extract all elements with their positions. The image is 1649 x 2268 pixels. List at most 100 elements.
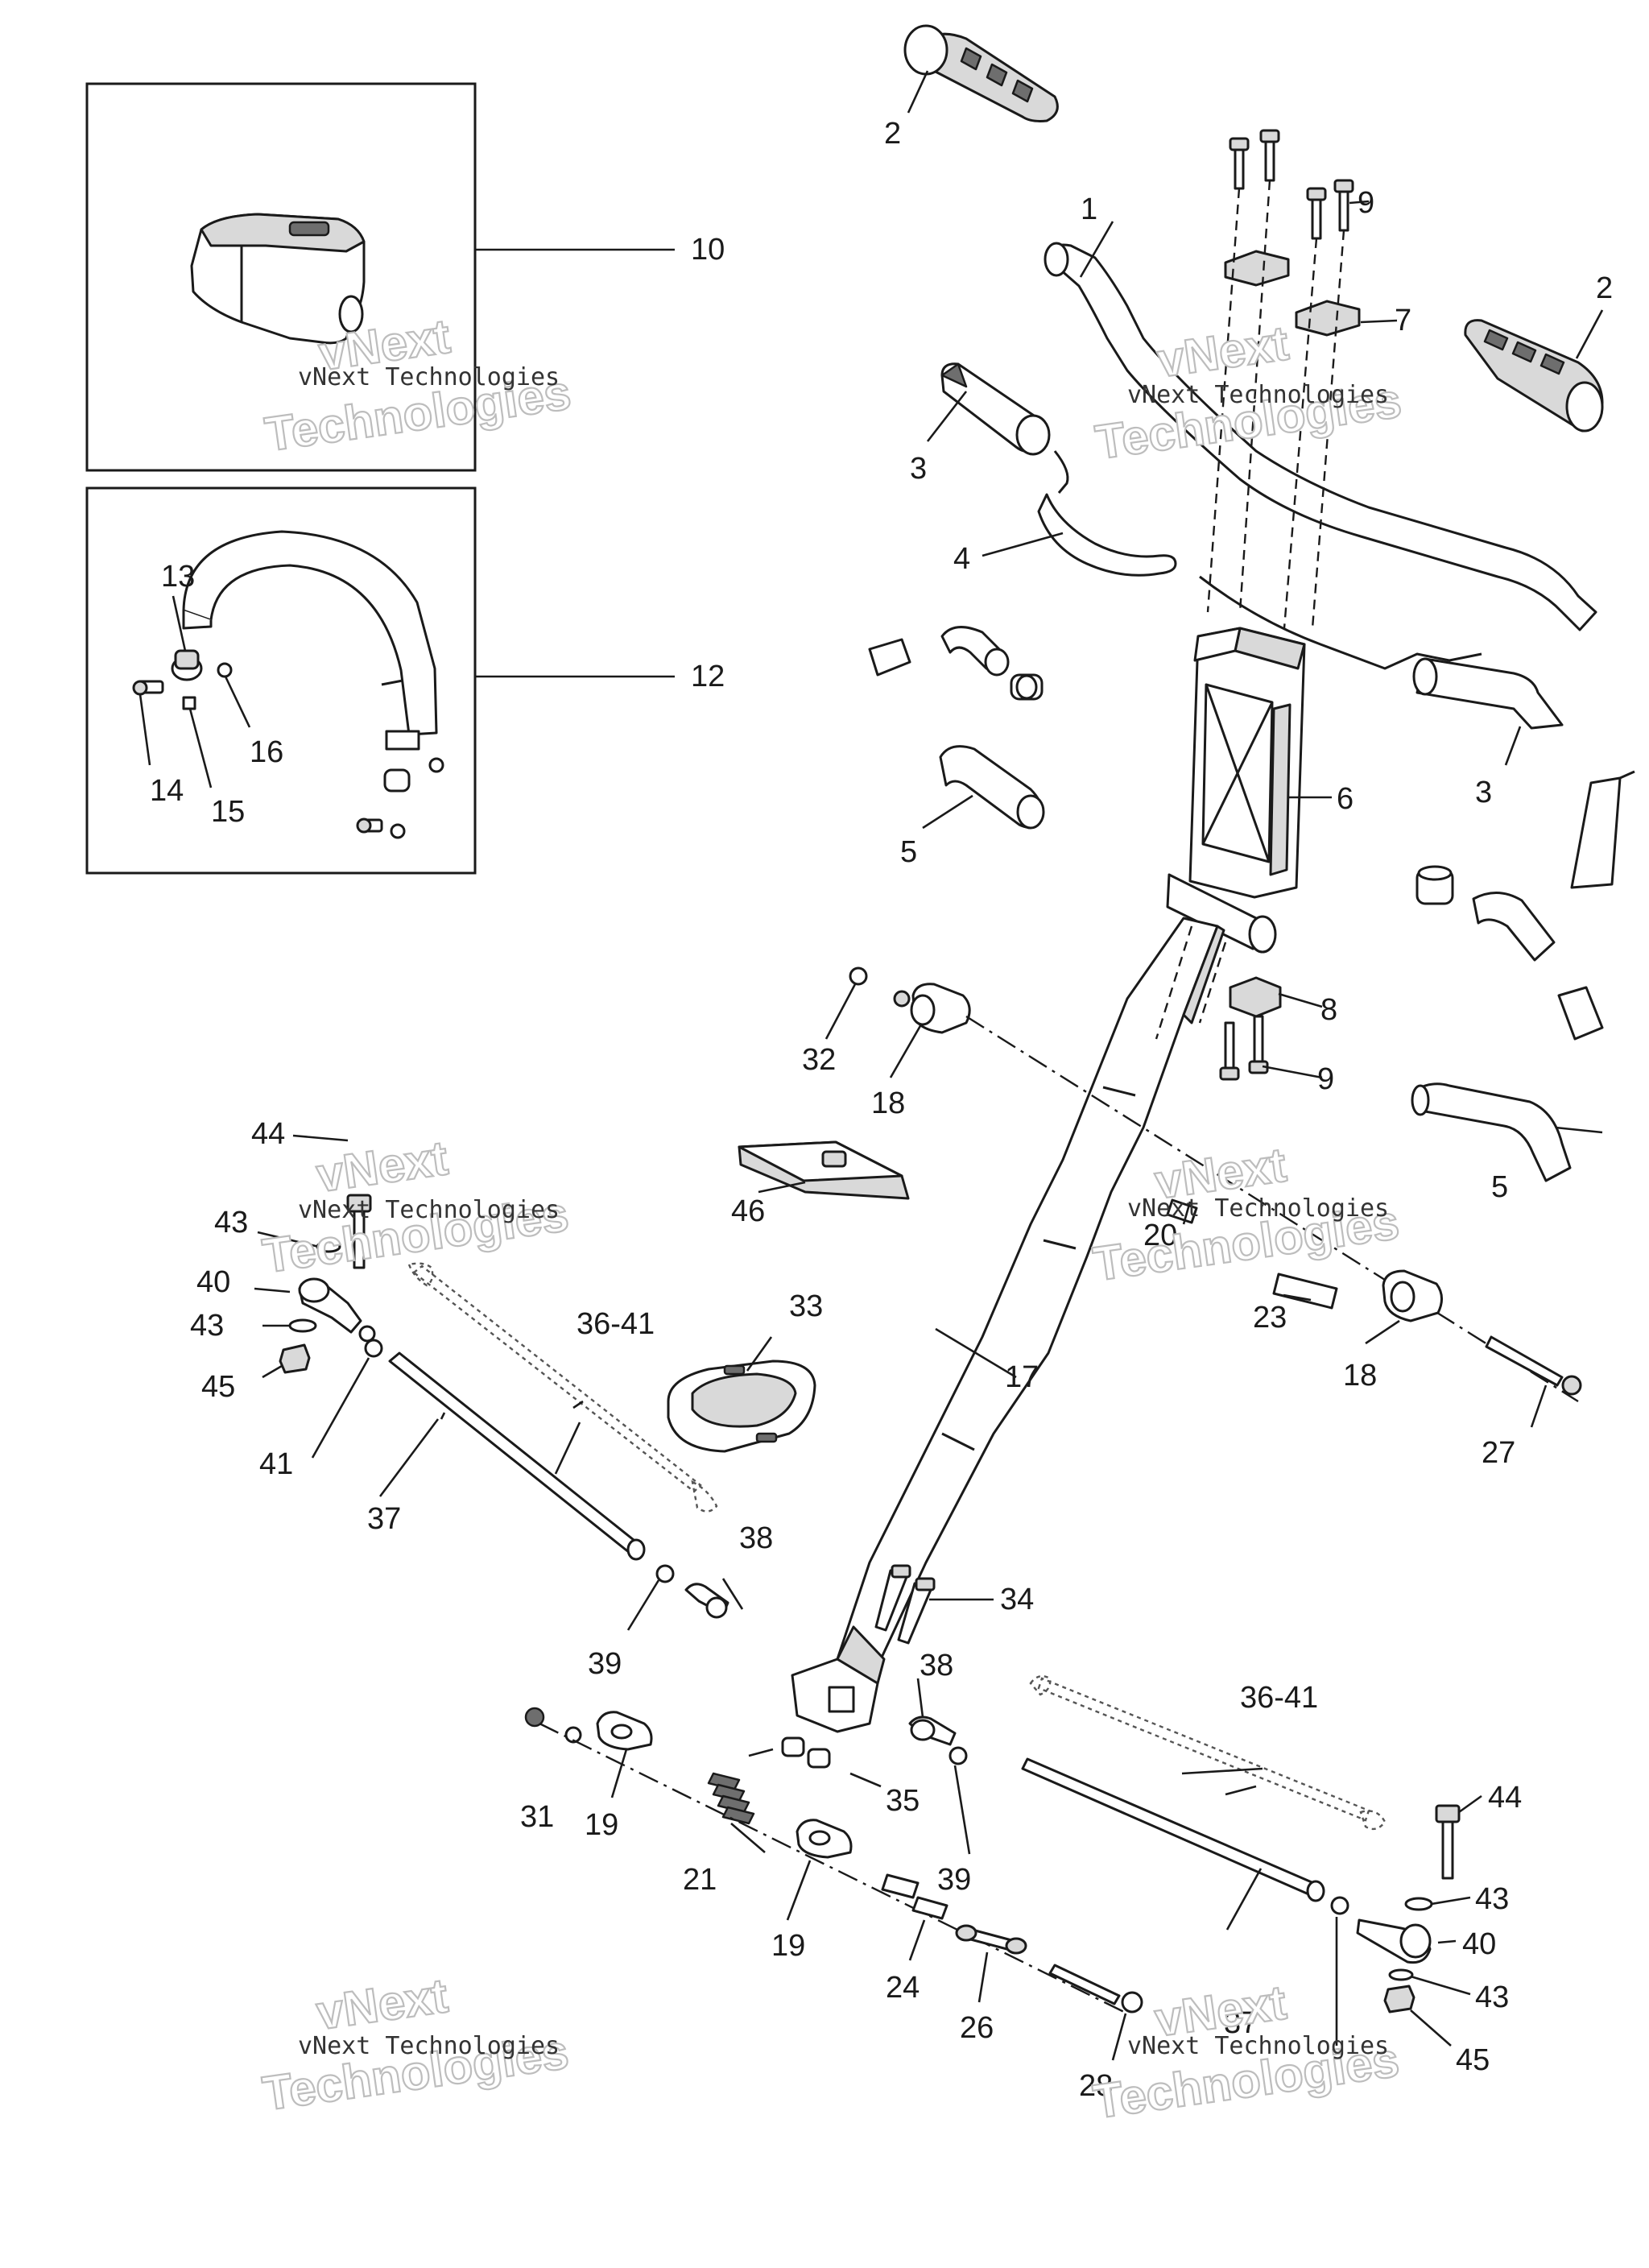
watermark-text-4: vNext Technologies (1127, 1194, 1389, 1223)
column-bottom-bracket (791, 1625, 886, 1733)
callout-43-left-top: 43 (214, 1206, 248, 1240)
tie-rod-ghost-36-41-right (1029, 1674, 1387, 1831)
callout-37-right: 37 (1224, 2006, 1258, 2040)
callout-13: 13 (161, 560, 195, 594)
bolts-34 (874, 1564, 936, 1645)
callout-19-right: 19 (771, 1929, 805, 1963)
callout-43-right: 43 (1475, 1980, 1509, 2014)
nut-31 (524, 1707, 582, 1744)
nut-39-right (948, 1746, 968, 1765)
callout-8: 8 (1320, 993, 1337, 1027)
watermark-text-1: vNext Technologies (298, 363, 560, 391)
callout-44-left: 44 (251, 1117, 285, 1151)
callout-36-41-right: 36-41 (1240, 1681, 1318, 1715)
callout-33: 33 (789, 1289, 823, 1323)
svg-text:vNext: vNext (313, 1131, 451, 1202)
callout-9-lower: 9 (1317, 1062, 1334, 1096)
callout-38-left: 38 (739, 1521, 773, 1555)
callout-26: 26 (960, 2011, 994, 2045)
elbow-5-upper (939, 745, 1045, 830)
callout-18-right: 18 (1343, 1359, 1377, 1393)
callout-16: 16 (250, 735, 283, 769)
watermark-text-5: vNext Technologies (298, 2032, 560, 2060)
bolt-27 (1485, 1335, 1582, 1396)
callout-1: 1 (1081, 192, 1097, 226)
hoop-part (182, 530, 438, 751)
axis-line-lower (539, 1722, 1128, 2015)
clamp-8-bolts-9 (1219, 976, 1282, 1081)
switch-housing-3-left (940, 362, 1069, 494)
spring-21 (707, 1772, 755, 1825)
cable-4 (1037, 493, 1177, 577)
callout-10: 10 (691, 233, 725, 267)
handlebar-reinforcement (1199, 575, 1482, 670)
callout-28: 28 (1079, 2069, 1113, 2103)
clamp-hardware-lower (356, 757, 444, 839)
svg-text:vNext: vNext (1154, 316, 1292, 387)
tie-rod-ghost-36-41-left (407, 1262, 718, 1513)
callout-41: 41 (259, 1447, 293, 1481)
spacers-35 (781, 1736, 831, 1769)
callout-23: 23 (1253, 1301, 1287, 1335)
callout-4: 4 (953, 542, 970, 576)
link-26 (955, 1924, 1027, 1955)
callout-17: 17 (1005, 1360, 1039, 1394)
nut-41 (364, 1339, 383, 1358)
callout-37-left: 37 (367, 1502, 401, 1536)
nut-45-left (279, 1343, 311, 1374)
tie-rod-end-18-right (1382, 1269, 1443, 1322)
cover-33 (667, 1360, 816, 1453)
callout-27: 27 (1482, 1436, 1515, 1470)
axis-line-18 (965, 1015, 1579, 1403)
callout-43-right-top: 43 (1475, 1882, 1509, 1916)
leader-lines (138, 70, 1604, 2061)
nut-44-right-lower (1330, 1896, 1349, 1915)
callout-7: 7 (1395, 304, 1411, 337)
callout-40-left: 40 (196, 1265, 230, 1299)
grip-right (1464, 319, 1604, 432)
callout-24: 24 (886, 1971, 920, 2005)
grip-top (903, 24, 1059, 122)
callout-45-right: 45 (1456, 2043, 1490, 2077)
tie-rod-end-18-upper (849, 966, 971, 1034)
plate-46 (738, 1140, 910, 1200)
bushing-23 (1272, 1273, 1338, 1310)
callout-35: 35 (886, 1784, 920, 1818)
link-19-right (796, 1819, 853, 1859)
callout-5-upper: 5 (900, 835, 917, 869)
clamp-caps-7 (1224, 250, 1361, 337)
tie-rod-37-right (1021, 1757, 1325, 1902)
callout-32: 32 (802, 1043, 836, 1077)
fittings-upper-left (868, 626, 1044, 701)
callout-40-right: 40 (1462, 1927, 1496, 1961)
rod-end-40-left (298, 1277, 376, 1343)
steering-column-17 (836, 917, 1225, 1685)
rod-end-38-left (684, 1583, 729, 1619)
fittings-right (1415, 865, 1604, 1041)
callout-43-left: 43 (190, 1309, 224, 1343)
callout-19-left: 19 (585, 1808, 618, 1842)
switch-housing-3-right (1412, 657, 1564, 730)
callout-34: 34 (1000, 1583, 1034, 1616)
tie-rod-37-left (388, 1351, 646, 1561)
callout-15: 15 (211, 795, 245, 829)
callout-14: 14 (150, 774, 184, 808)
inset-box-hand-guard (85, 82, 477, 472)
elbow-5-right (1411, 1082, 1572, 1182)
callout-3-right: 3 (1475, 776, 1492, 809)
hand-guard-part (190, 213, 366, 345)
callout-18-upper: 18 (871, 1086, 905, 1120)
rod-end-38-right (908, 1715, 957, 1746)
bolt-44-left (346, 1194, 372, 1269)
bolt-44-right (1435, 1804, 1461, 1880)
nut-39-left (655, 1564, 675, 1583)
callout-31: 31 (520, 1800, 554, 1834)
callout-44-right: 44 (1488, 1781, 1522, 1815)
column-top-cross (1166, 873, 1277, 954)
decal-right (1570, 770, 1635, 889)
nut-45-right (1383, 1984, 1415, 2013)
watermark-text-3: vNext Technologies (298, 1196, 560, 1224)
callout-46: 46 (731, 1194, 765, 1228)
bolt-28 (1048, 1964, 1143, 2013)
